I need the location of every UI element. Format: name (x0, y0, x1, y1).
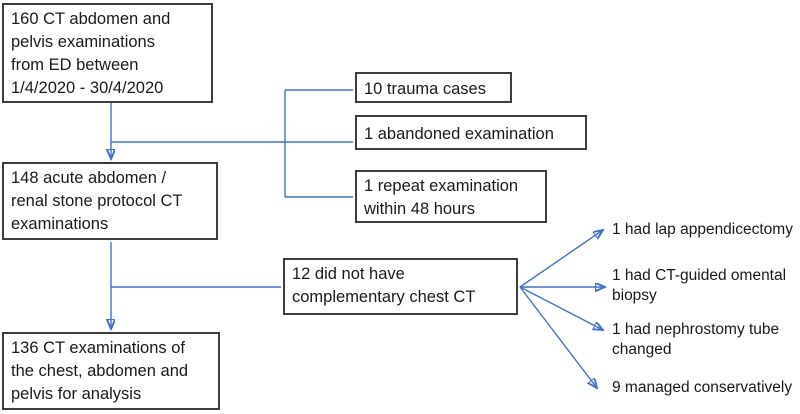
arrow-outcome-nephrostomy (519, 286, 603, 330)
box-excluded-abandoned: 1 abandoned examination (355, 115, 587, 150)
outcome-conservative: 9 managed conservatively (612, 379, 793, 396)
outcome-appendicectomy: 1 had lap appendicectomy (612, 221, 793, 238)
box-no-complementary-chest-ct: 12 did not have complementary chest CT (283, 258, 518, 315)
box-protocol-cohort: 148 acute abdomen / renal stone protocol… (2, 162, 218, 240)
box-excluded-trauma: 10 trauma cases (355, 72, 512, 103)
arrow-outcome-conservative (519, 286, 597, 388)
box-excluded-repeat: 1 repeat examination within 48 hours (355, 170, 547, 223)
box-initial-cohort: 160 CT abdomen and pelvis examinations f… (2, 3, 213, 103)
box-final-analysis-cohort: 136 CT examinations of the chest, abdome… (2, 332, 220, 410)
outcome-nephrostomy-tube: 1 had nephrostomy tube changed (612, 321, 780, 358)
arrow-outcome-appendicectomy (519, 230, 603, 288)
outcome-omental-biopsy: 1 had CT-guided omental biopsy (612, 267, 787, 304)
